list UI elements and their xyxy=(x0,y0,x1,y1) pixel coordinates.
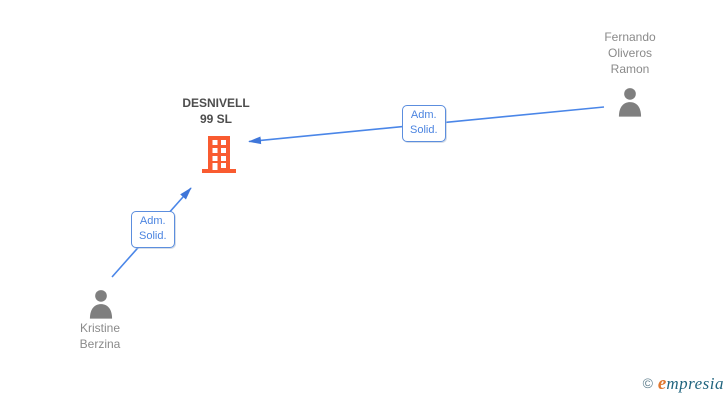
brand-text: mpresia xyxy=(666,374,724,393)
copyright-icon: © xyxy=(642,375,653,391)
building-icon[interactable] xyxy=(202,134,236,174)
edge-label-line2: Solid. xyxy=(139,230,167,242)
edge-label-line1: Adm. xyxy=(410,109,437,121)
person-name-line: Fernando xyxy=(604,30,656,44)
edge-label-adm-solid-fernando: Adm. Solid. xyxy=(402,105,446,142)
person-name-line: Oliveros xyxy=(607,46,652,60)
company-name-desnivell[interactable]: DESNIVELL 99 SL xyxy=(146,95,286,127)
edge-label-line1: Adm. xyxy=(139,215,166,227)
company-name-line1: DESNIVELL xyxy=(182,96,250,110)
person-name-kristine-berzina[interactable]: Kristine Berzina xyxy=(48,320,152,352)
empresia-logo[interactable]: ©empresia xyxy=(643,373,724,395)
edge-label-line2: Solid. xyxy=(410,124,438,136)
brand-letter-e: e xyxy=(657,373,667,394)
company-name-line2: 99 SL xyxy=(199,112,232,126)
person-name-line: Berzina xyxy=(79,337,121,351)
person-name-line: Ramon xyxy=(610,62,650,76)
person-name-fernando-oliveros-ramon[interactable]: Fernando Oliveros Ramon xyxy=(578,29,682,77)
edge-label-adm-solid-kristine: Adm. Solid. xyxy=(131,211,175,248)
person-icon-fernando[interactable] xyxy=(616,86,644,117)
person-name-line: Kristine xyxy=(79,321,120,335)
person-icon-kristine[interactable] xyxy=(87,288,115,319)
